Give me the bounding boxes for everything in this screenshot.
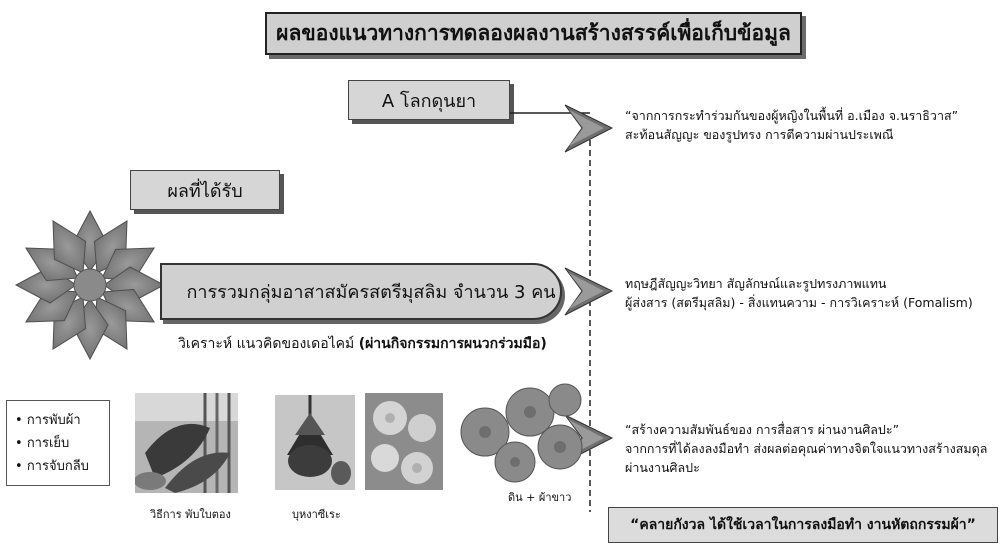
volunteer-group-text: การรวมกลุ่มอาสาสมัครสตรีมุสลิม จำนวน 3 ค… xyxy=(186,282,556,303)
right-text-line: ทฤษฎีสัญญะวิทยา สัญลักษณ์และรูปทรงภาพแทน xyxy=(625,276,887,291)
technique-list: • การพับผ้า • การเย็บ • การจับกลีบ xyxy=(6,400,110,486)
result-label: ผลที่ได้รับ xyxy=(167,180,243,202)
list-item: • การเย็บ xyxy=(15,436,70,451)
list-item: • การจับกลีบ xyxy=(15,459,89,474)
bunga-sireh-photo xyxy=(275,395,355,490)
right-text-line: ผู้ส่งสาร (สตรีมุสลิม) - สิ่งแทนความ - ก… xyxy=(625,295,973,310)
caption-leaf: วิธีการ พับใบตอง xyxy=(150,508,231,521)
chevron-icon xyxy=(564,267,614,316)
dunya-box: A โลกดุนยา xyxy=(348,80,510,120)
clay-flowers-photo xyxy=(365,393,443,490)
list-item: • การพับผ้า xyxy=(15,413,81,428)
chevron-icon xyxy=(564,104,614,153)
right-text-block-2: ทฤษฎีสัญญะวิทยา สัญลักษณ์และรูปทรงภาพแทน… xyxy=(625,274,973,312)
fabric-flower-image xyxy=(14,209,166,361)
volunteer-group-bar: การรวมกลุ่มอาสาสมัครสตรีมุสลิม จำนวน 3 ค… xyxy=(160,263,562,320)
result-box: ผลที่ได้รับ xyxy=(130,170,280,210)
caption-flower: บุหงาซีเระ xyxy=(292,508,341,521)
right-text-line: “จากการกระทำร่วมกันของผู้หญิงในพื้นที่ อ… xyxy=(625,108,959,123)
page-title: ผลของแนวทางการทดลองผลงานสร้างสรรค์เพื่อเ… xyxy=(265,12,802,55)
dunya-label: A โลกดุนยา xyxy=(381,90,477,112)
analysis-plain: วิเคราะห์ แนวคิดของเดอไคม์ xyxy=(178,336,359,352)
caption-clay: ดิน + ผ้าขาว xyxy=(508,491,572,504)
bottom-quote-text: “คลายกังวล ได้ใช้เวลาในการลงมือทำ งานหัต… xyxy=(630,517,976,533)
page-title-text: ผลของแนวทางการทดลองผลงานสร้างสรรค์เพื่อเ… xyxy=(276,21,791,45)
fabric-flower-cluster-photo xyxy=(455,372,590,487)
right-text-line: สะท้อนสัญญะ ของรูปทรง การตีความผ่านประเพ… xyxy=(625,127,894,142)
right-text-line: ผ่านงานศิลปะ xyxy=(625,460,700,475)
analysis-bold: (ผ่านกิจกรรมการผนวกร่วมมือ) xyxy=(358,336,547,352)
right-text-block-1: “จากการกระทำร่วมกันของผู้หญิงในพื้นที่ อ… xyxy=(625,106,958,144)
flower-petal xyxy=(52,219,87,274)
leaf-folding-photo xyxy=(135,393,238,493)
right-text-block-3: “สร้างความสัมพันธ์ของ การสื่อสาร ผ่านงาน… xyxy=(625,420,987,477)
bottom-quote-box: “คลายกังวล ได้ใช้เวลาในการลงมือทำ งานหัต… xyxy=(608,507,998,543)
right-text-line: “สร้างความสัมพันธ์ของ การสื่อสาร ผ่านงาน… xyxy=(625,422,900,437)
analysis-line: วิเคราะห์ แนวคิดของเดอไคม์ (ผ่านกิจกรรมก… xyxy=(178,335,547,354)
right-text-line: จากการที่ได้ลงลงมือทำ ส่งผลต่อคุณค่าทางจ… xyxy=(625,441,988,456)
